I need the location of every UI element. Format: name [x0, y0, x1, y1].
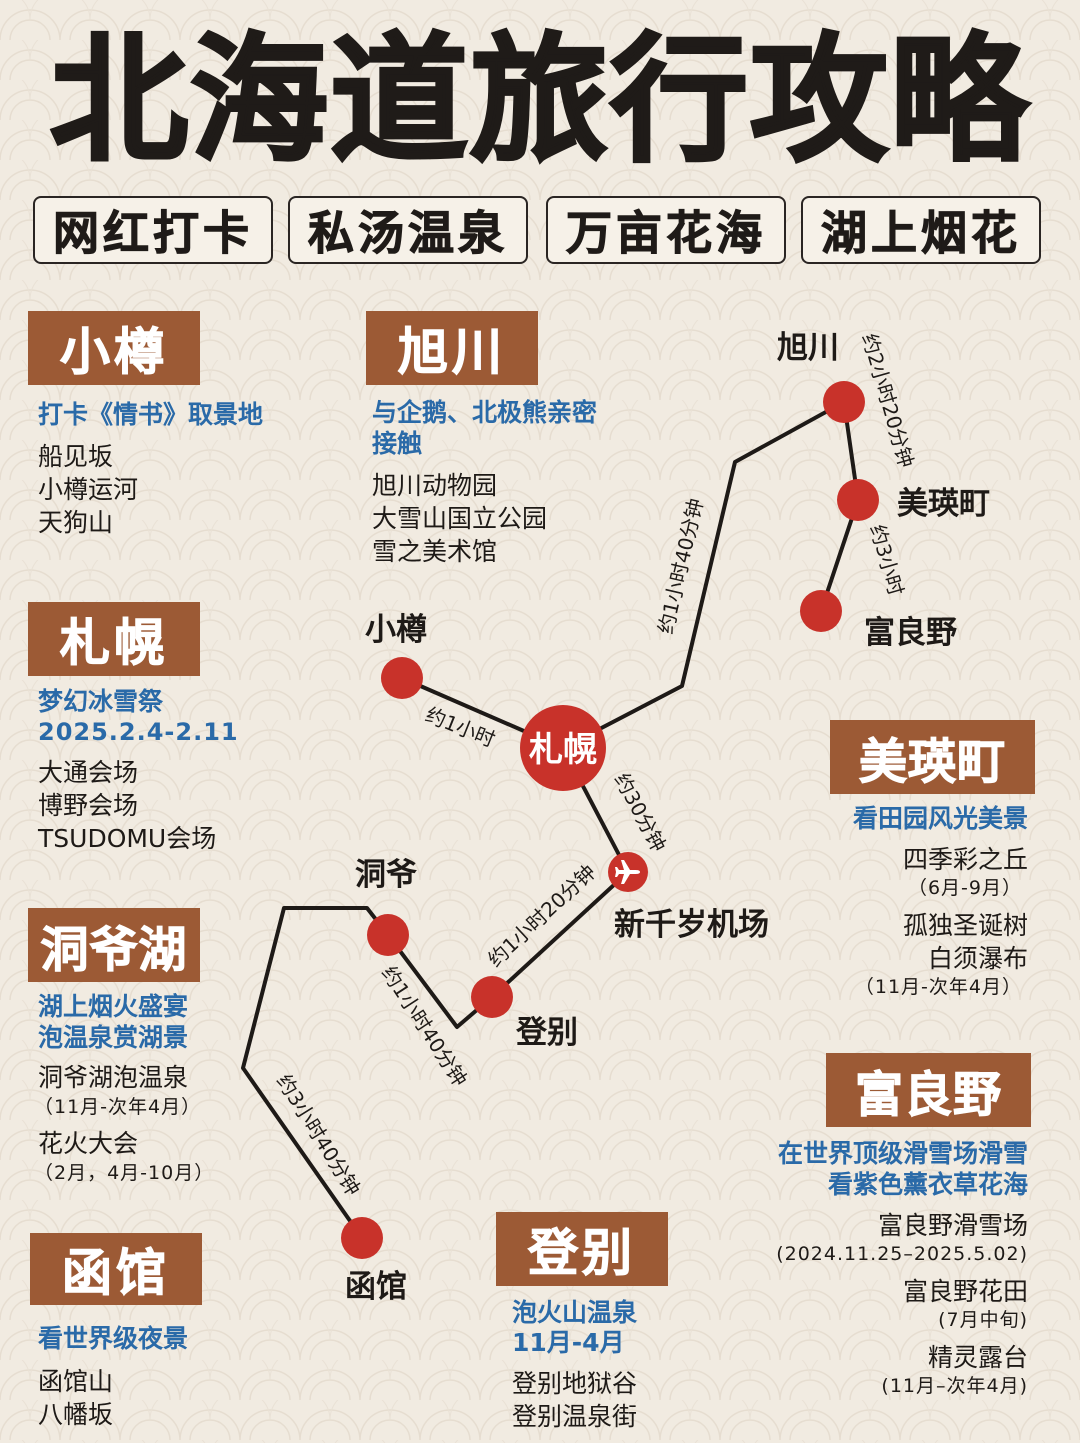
route-airport-noboribetsu — [490, 870, 630, 999]
furano-highlight: 在世界顶级滑雪场滑雪 — [777, 1139, 1028, 1168]
map-label-furano: 富良野 — [864, 615, 957, 651]
noboribetsu-item: 登别温泉街 — [512, 1402, 638, 1431]
furano-highlight: 看紫色薰衣草花海 — [827, 1170, 1028, 1199]
noboribetsu-item: 登别地狱谷 — [512, 1369, 638, 1398]
duration-biei-furano: 约3小时 — [865, 522, 908, 599]
sapporo-item: 大通会场 — [38, 758, 139, 787]
asahikawa-heading: 旭川 — [366, 311, 538, 385]
biei-item: 孤独圣诞树 — [902, 911, 1028, 940]
map-label-noboribetsu: 登别 — [515, 1015, 578, 1051]
furano-heading: 富良野 — [826, 1053, 1031, 1127]
airplane-icon — [615, 860, 640, 884]
biei-item-note: （6月-9月） — [907, 877, 1022, 899]
furano-item-note: (7月中旬) — [938, 1309, 1028, 1331]
otaru-item: 船见坂 — [38, 442, 114, 471]
map-label-biei: 美瑛町 — [897, 486, 990, 522]
map-dot-noboribetsu — [471, 976, 513, 1018]
route-toya-hakodate — [241, 906, 390, 1240]
furano-item: 富良野滑雪场 — [877, 1211, 1028, 1240]
sapporo-festival-dates: 2025.2.4-2.11 — [38, 718, 239, 746]
asahikawa-item: 雪之美术馆 — [372, 537, 498, 566]
map-dot-furano — [800, 590, 842, 632]
toya-item: 花火大会 — [38, 1129, 139, 1158]
map-dot-toya — [367, 914, 409, 956]
toya-item-note: （11月-次年4月） — [34, 1096, 202, 1118]
duration-sapporo-airport: 约30分钟 — [610, 769, 671, 856]
sapporo-highlight: 梦幻冰雪祭 — [38, 687, 164, 716]
hakodate-item: 函馆山 — [38, 1367, 114, 1396]
tag-influencer-spots: 网红打卡 — [33, 196, 273, 264]
hakodate-item: 八幡坂 — [38, 1400, 114, 1429]
duration-asahikawa-biei: 约2小时20分钟 — [857, 331, 918, 470]
otaru-item: 天狗山 — [38, 508, 114, 537]
map-dot-sapporo — [520, 705, 606, 791]
tag-lake-fireworks: 湖上烟花 — [801, 196, 1041, 264]
map-label-hakodate: 函馆 — [345, 1269, 407, 1305]
map-label-asahikawa: 旭川 — [777, 330, 839, 366]
biei-item: 四季彩之丘 — [902, 845, 1028, 874]
biei-heading: 美瑛町 — [830, 720, 1035, 794]
map-label-sapporo: 札幌 — [529, 730, 597, 770]
map-dot-biei — [837, 479, 879, 521]
map-label-toya: 洞爷 — [355, 857, 417, 893]
furano-item-note: (11月–次年4月) — [881, 1375, 1028, 1397]
noboribetsu-highlight: 泡火山温泉 — [512, 1298, 638, 1327]
sapporo-item: 博野会场 — [38, 791, 139, 820]
otaru-highlight: 打卡《情书》取景地 — [38, 400, 264, 429]
toya-item: 洞爷湖泡温泉 — [38, 1063, 189, 1092]
otaru-item: 小樽运河 — [38, 475, 139, 504]
sapporo-heading: 札幌 — [28, 602, 200, 676]
noboribetsu-highlight: 11月-4月 — [512, 1328, 625, 1357]
page-title: 北海道旅行攻略 — [48, 19, 1030, 183]
route-sapporo-asahikawa — [561, 400, 846, 750]
asahikawa-item: 旭川动物园 — [372, 471, 498, 500]
asahikawa-highlight: 与企鹅、北极熊亲密 — [372, 398, 598, 427]
map-dot-asahikawa — [823, 381, 865, 423]
toya-heading: 洞爷湖 — [28, 908, 200, 982]
tag-private-onsen: 私汤温泉 — [288, 196, 528, 264]
otaru-heading: 小樽 — [28, 311, 200, 385]
biei-highlight: 看田园风光美景 — [852, 804, 1028, 833]
furano-item-note: (2024.11.25–2025.5.02) — [776, 1243, 1028, 1265]
sapporo-item: TSUDOMU会场 — [38, 824, 217, 853]
tag-flower-fields: 万亩花海 — [546, 196, 786, 264]
toya-highlight: 湖上烟火盛宴 — [38, 992, 189, 1021]
noboribetsu-heading: 登别 — [496, 1212, 668, 1286]
asahikawa-item: 大雪山国立公园 — [372, 504, 548, 533]
biei-item-note: （11月-次年4月） — [854, 976, 1022, 998]
duration-toya-hakodate: 约3小时40分钟 — [272, 1070, 366, 1200]
map-label-otaru: 小樽 — [365, 612, 427, 648]
map-dot-otaru — [381, 657, 423, 699]
furano-item: 精灵露台 — [927, 1343, 1028, 1372]
hakodate-heading: 函馆 — [30, 1233, 202, 1305]
biei-item: 白须瀑布 — [927, 944, 1028, 973]
toya-highlight: 泡温泉赏湖景 — [38, 1023, 189, 1052]
hakodate-highlight: 看世界级夜景 — [38, 1324, 189, 1353]
furano-item: 富良野花田 — [902, 1277, 1028, 1306]
map-dot-hakodate — [341, 1217, 383, 1259]
map-label-airport: 新千岁机场 — [614, 907, 769, 943]
asahikawa-highlight: 接触 — [372, 429, 423, 458]
duration-otaru-sapporo: 约1小时 — [422, 702, 498, 751]
toya-item-note: （2月，4月-10月） — [34, 1162, 215, 1184]
